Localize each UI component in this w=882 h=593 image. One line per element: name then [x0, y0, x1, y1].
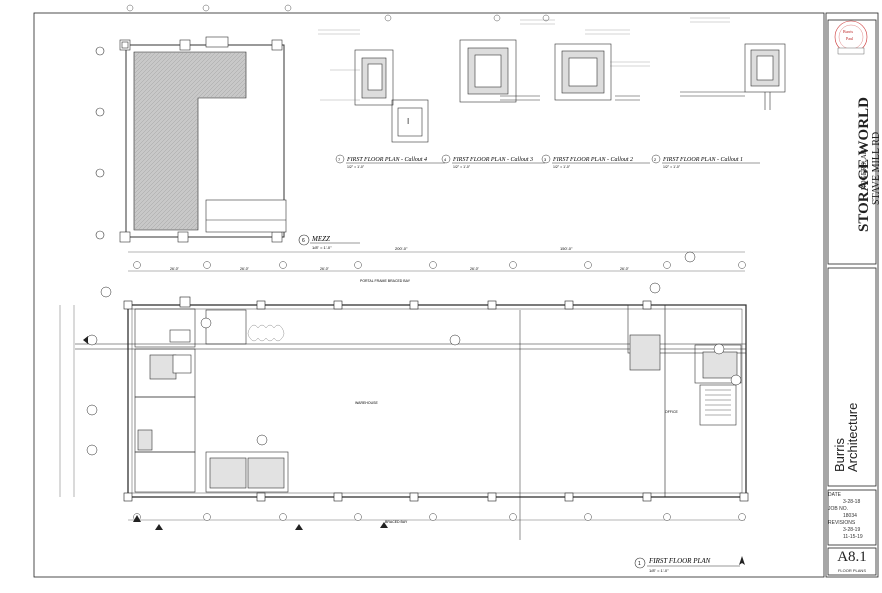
svg-text:7: 7: [338, 157, 341, 162]
revision-label: REVISIONS: [828, 520, 856, 526]
dim-bay-3: 26'-0": [320, 267, 330, 271]
svg-text:4: 4: [444, 157, 447, 162]
revision-1: 3-28-19: [843, 527, 861, 533]
main-plan-scale: 1/8" = 1'-0": [649, 568, 669, 573]
callout-titles: 7 FIRST FLOOR PLAN - Callout 4 1/2" = 1'…: [335, 154, 760, 169]
svg-text:1/2" = 1'-0": 1/2" = 1'-0": [347, 165, 365, 169]
north-arrow-icon: [739, 556, 745, 565]
sheet-border: [33, 12, 825, 578]
dim-overall: 200'-0": [395, 246, 408, 251]
mezz-plan: [95, 36, 287, 243]
warehouse-label: WAREHOUSE: [355, 401, 378, 405]
mezz-title: MEZZ: [311, 235, 330, 243]
dim-overall-right: 150'-0": [560, 246, 573, 251]
callout-title-1: 7 FIRST FLOOR PLAN - Callout 4 1/2" = 1'…: [335, 154, 445, 169]
grid-bubbles-top: [133, 261, 746, 269]
date-label: DATE: [828, 492, 841, 498]
dim-bay-5: 26'-0": [620, 267, 630, 271]
braced-bay-label: BRACED BAY: [385, 520, 408, 524]
callout-title-3: 3 FIRST FLOOR PLAN - Callout 2 1/2" = 1'…: [541, 154, 650, 169]
svg-text:3: 3: [544, 157, 547, 162]
dim-bay-2: 26'-0": [240, 267, 250, 271]
callout-note-lines: [318, 17, 730, 101]
firm-name-2: Architecture: [845, 402, 860, 472]
svg-text:FIRST FLOOR PLAN - Callout 4: FIRST FLOOR PLAN - Callout 4: [346, 156, 427, 163]
seal-stamp: [837, 47, 865, 55]
mezz-title-num: 6: [302, 238, 305, 244]
office-rooms: [134, 308, 289, 493]
svg-text:Burris: Burris: [843, 29, 853, 34]
top-grid-markers: [126, 4, 550, 22]
svg-text:FIRST FLOOR PLAN - Callout 1: FIRST FLOOR PLAN - Callout 1: [662, 157, 743, 163]
job-label: JOB NO.: [828, 506, 849, 512]
right-rooms: [627, 304, 747, 426]
svg-text:FIRST FLOOR PLAN - Callout 3: FIRST FLOOR PLAN - Callout 3: [452, 157, 533, 163]
title-block: [825, 12, 879, 578]
revision-cloud: [247, 324, 285, 342]
section-markers: [86, 251, 742, 456]
office-label: OFFICE: [665, 410, 678, 414]
svg-text:I: I: [407, 117, 409, 126]
main-plan-marker: [634, 557, 646, 569]
svg-text:FIRST FLOOR PLAN - Callout 2: FIRST FLOOR PLAN - Callout 2: [552, 157, 633, 163]
dim-bay-4: 26'-0": [470, 267, 480, 271]
dimension-lines: [59, 251, 745, 521]
mezz-title-marker: [298, 234, 310, 246]
sheet-name: FLOOR PLANS: [837, 568, 866, 573]
project-city: ROGERS, AR: [860, 149, 868, 190]
portal-bay-label: PORTAL FRAME BRACED BAY: [360, 279, 411, 283]
svg-text:1/2" = 1'-0": 1/2" = 1'-0": [453, 165, 471, 169]
grid-bubbles-bottom: [133, 513, 746, 521]
svg-text:1/2" = 1'-0": 1/2" = 1'-0": [663, 165, 681, 169]
job-value: 18034: [843, 513, 857, 519]
project-road: STAVE MILL RD: [871, 131, 882, 205]
svg-text:Paul: Paul: [846, 36, 854, 41]
callout-title-4: 2 FIRST FLOOR PLAN - Callout 1 1/2" = 1'…: [651, 154, 760, 169]
sheet-number: A8.1: [837, 549, 867, 565]
revision-2: 11-15-19: [843, 534, 863, 540]
mezz-scale: 1/8" = 1'-0": [312, 245, 332, 250]
columns: [123, 296, 749, 502]
svg-text:2: 2: [654, 157, 657, 162]
section-arrows: [83, 336, 388, 530]
main-plan-num: 1: [638, 561, 641, 567]
date-value: 3-28-18: [843, 499, 861, 505]
callout-title-2: 4 FIRST FLOOR PLAN - Callout 3 1/2" = 1'…: [441, 154, 545, 169]
svg-text:1/2" = 1'-0": 1/2" = 1'-0": [553, 165, 571, 169]
callout-details: I: [354, 39, 786, 143]
dim-bay-1: 26'-0": [170, 267, 180, 271]
main-plan-title: FIRST FLOOR PLAN: [648, 557, 711, 565]
